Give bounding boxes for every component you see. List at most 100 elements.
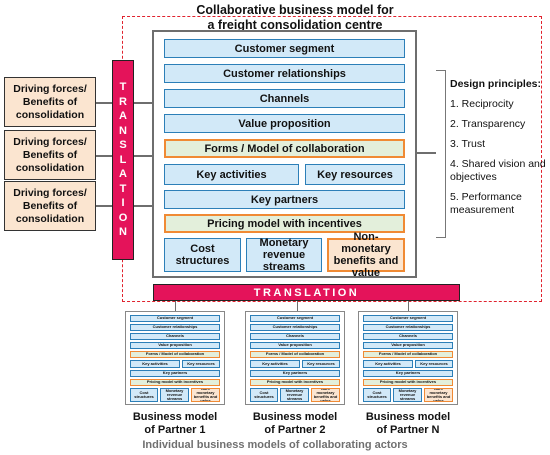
partner-connector-1 xyxy=(175,301,177,311)
driver-connector-1 xyxy=(96,102,112,104)
driver-box-2: Driving forces/ Benefits of consolidatio… xyxy=(4,130,96,180)
mini-pricing-model: Pricing model with incentives xyxy=(130,379,220,386)
mini-key-activities: Key activities xyxy=(130,360,180,368)
translation-letter: R xyxy=(119,95,127,108)
key-partners-block: Key partners xyxy=(164,190,405,209)
mini-cost-structures: Cost structures xyxy=(363,388,391,402)
mini-forms-of-collaboration: Forms / Model of collaboration xyxy=(363,351,453,358)
mini-channels: Channels xyxy=(363,333,453,340)
customer-segment-block: Customer segment xyxy=(164,39,405,58)
design-principles-list: Design principles: 1. Reciprocity 2. Tra… xyxy=(450,78,550,224)
mini-key-activities: Key activities xyxy=(363,360,413,368)
channels-block: Channels xyxy=(164,89,405,108)
partner-2-label: Business model of Partner 2 xyxy=(245,411,345,437)
mini-key-partners: Key partners xyxy=(130,370,220,377)
partner-1-business-model: Customer segment Customer relationships … xyxy=(125,311,225,405)
bar-frame-connector-2 xyxy=(134,155,152,157)
mini-key-resources: Key resources xyxy=(302,360,340,368)
cost-structures-block: Cost structures xyxy=(164,238,241,272)
mini-customer-relationships: Customer relationships xyxy=(250,324,340,331)
mini-customer-segment: Customer segment xyxy=(130,315,220,322)
partner-label-line: Business model xyxy=(365,411,451,423)
mini-cost-structures: Cost structures xyxy=(130,388,158,402)
driver-connector-2 xyxy=(96,155,112,157)
title-line-1: Collaborative business model for xyxy=(196,3,394,17)
translation-horizontal-bar: TRANSLATION xyxy=(153,284,460,301)
mini-forms-of-collaboration: Forms / Model of collaboration xyxy=(130,351,220,358)
translation-letter: S xyxy=(119,139,127,152)
translation-vertical-bar: T R A N S L A T I O N xyxy=(112,60,134,260)
partner-1-label: Business model of Partner 1 xyxy=(125,411,225,437)
bar-frame-connector-3 xyxy=(134,205,152,207)
mini-customer-segment: Customer segment xyxy=(363,315,453,322)
customer-relationships-block: Customer relationships xyxy=(164,64,405,83)
partner-n-label: Business model of Partner N xyxy=(358,411,458,437)
principle-item: 1. Reciprocity xyxy=(450,98,514,110)
main-business-model-frame: Customer segment Customer relationships … xyxy=(152,30,417,279)
translation-letter: O xyxy=(118,211,128,224)
principle-item: 2. Transparency xyxy=(450,118,526,130)
mini-channels: Channels xyxy=(250,333,340,340)
mini-customer-relationships: Customer relationships xyxy=(130,324,220,331)
mini-customer-relationships: Customer relationships xyxy=(363,324,453,331)
mini-key-resources: Key resources xyxy=(415,360,453,368)
principle-item: 5. Performance measurement xyxy=(450,191,522,216)
diagram-title: Collaborative business model for a freig… xyxy=(150,3,440,33)
translation-letter: T xyxy=(119,81,127,94)
mini-monetary-revenue-streams: Monetary revenue streams xyxy=(160,388,189,402)
key-resources-block: Key resources xyxy=(305,164,405,185)
driver-text-1: Driving forces/ Benefits of consolidatio… xyxy=(13,82,87,121)
partner-label-line: of Partner N xyxy=(376,424,440,436)
translation-letter: L xyxy=(119,153,127,166)
translation-letter: I xyxy=(121,197,125,210)
driver-box-1: Driving forces/ Benefits of consolidatio… xyxy=(4,77,96,127)
partner-n-business-model: Customer segment Customer relationships … xyxy=(358,311,458,405)
partner-2-business-model: Customer segment Customer relationships … xyxy=(245,311,345,405)
translation-letter: A xyxy=(119,110,127,123)
mini-non-monetary: Non-monetary benefits and value xyxy=(311,388,340,402)
key-activities-block: Key activities xyxy=(164,164,299,185)
mini-customer-segment: Customer segment xyxy=(250,315,340,322)
partner-label-line: of Partner 1 xyxy=(144,424,206,436)
mini-pricing-model: Pricing model with incentives xyxy=(363,379,453,386)
mini-value-proposition: Value proposition xyxy=(363,342,453,349)
driver-box-3: Driving forces/ Benefits of consolidatio… xyxy=(4,181,96,231)
translation-letter: T xyxy=(119,182,127,195)
non-monetary-benefits-block: Non-monetary benefits and value xyxy=(327,231,405,279)
title-line-2: a freight consolidation centre xyxy=(207,18,383,32)
monetary-revenue-streams-block: Monetary revenue streams xyxy=(246,237,322,273)
partner-label-line: of Partner 2 xyxy=(264,424,326,436)
mini-key-activities: Key activities xyxy=(250,360,300,368)
mini-forms-of-collaboration: Forms / Model of collaboration xyxy=(250,351,340,358)
forms-of-collaboration-block: Forms / Model of collaboration xyxy=(164,139,405,158)
footer-caption: Individual business models of collaborat… xyxy=(142,439,408,451)
partner-connector-3 xyxy=(408,301,410,311)
driver-text-2: Driving forces/ Benefits of consolidatio… xyxy=(13,135,87,174)
mini-non-monetary: Non-monetary benefits and value xyxy=(424,388,453,402)
pricing-model-block: Pricing model with incentives xyxy=(164,214,405,233)
mini-monetary-revenue-streams: Monetary revenue streams xyxy=(393,388,422,402)
mini-value-proposition: Value proposition xyxy=(250,342,340,349)
mini-value-proposition: Value proposition xyxy=(130,342,220,349)
mini-key-partners: Key partners xyxy=(363,370,453,377)
principles-connector xyxy=(417,152,436,154)
partner-label-line: Business model xyxy=(252,411,338,423)
partner-label-line: Business model xyxy=(132,411,218,423)
mini-key-resources: Key resources xyxy=(182,360,220,368)
mini-key-partners: Key partners xyxy=(250,370,340,377)
mini-monetary-revenue-streams: Monetary revenue streams xyxy=(280,388,309,402)
principle-item: 3. Trust xyxy=(450,138,486,150)
translation-letter: N xyxy=(119,226,127,239)
driver-connector-3 xyxy=(96,205,112,207)
principle-item: 4. Shared vision and objectives xyxy=(450,158,546,183)
mini-cost-structures: Cost structures xyxy=(250,388,278,402)
driver-text-3: Driving forces/ Benefits of consolidatio… xyxy=(13,186,87,225)
principles-bracket xyxy=(436,70,446,238)
mini-pricing-model: Pricing model with incentives xyxy=(250,379,340,386)
mini-non-monetary: Non-monetary benefits and value xyxy=(191,388,220,402)
value-proposition-block: Value proposition xyxy=(164,114,405,133)
translation-letter: A xyxy=(119,168,127,181)
design-principles-heading: Design principles: xyxy=(450,78,542,90)
bar-frame-connector-1 xyxy=(134,102,152,104)
translation-letter: N xyxy=(119,124,127,137)
